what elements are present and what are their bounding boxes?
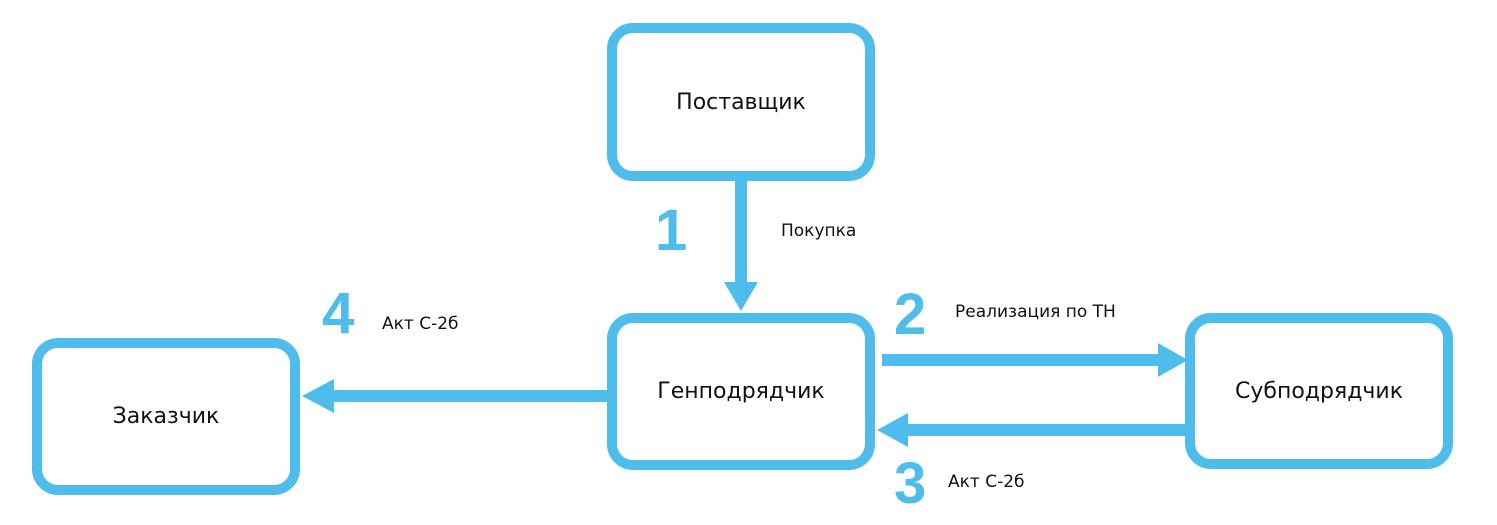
arrow-2-sale [882,343,1188,377]
node-supplier-label: Поставщик [676,89,806,115]
arrow-4-act [302,379,608,413]
node-customer-label: Заказчик [112,404,220,429]
node-subcontractor-label: Субподрядчик [1235,378,1403,404]
edge-label-act-sub: Акт С-2б [948,472,1025,492]
node-general-contractor-label: Генподрядчик [657,379,825,404]
step-number-1: 1 [655,198,688,263]
node-customer: Заказчик [32,338,300,495]
step-number-3: 3 [894,451,927,516]
step-number-2: 2 [894,282,927,347]
node-general-contractor: Генподрядчик [607,313,875,470]
arrow-3-act [877,413,1187,447]
edge-label-act-customer: Акт С-2б [382,314,459,334]
step-number-4: 4 [322,281,355,346]
edge-label-purchase: Покупка [781,221,857,241]
arrow-1-purchase [724,181,758,311]
node-supplier: Поставщик [607,23,875,181]
node-subcontractor: Субподрядчик [1185,313,1453,469]
edge-label-sale: Реализация по ТН [955,302,1116,322]
